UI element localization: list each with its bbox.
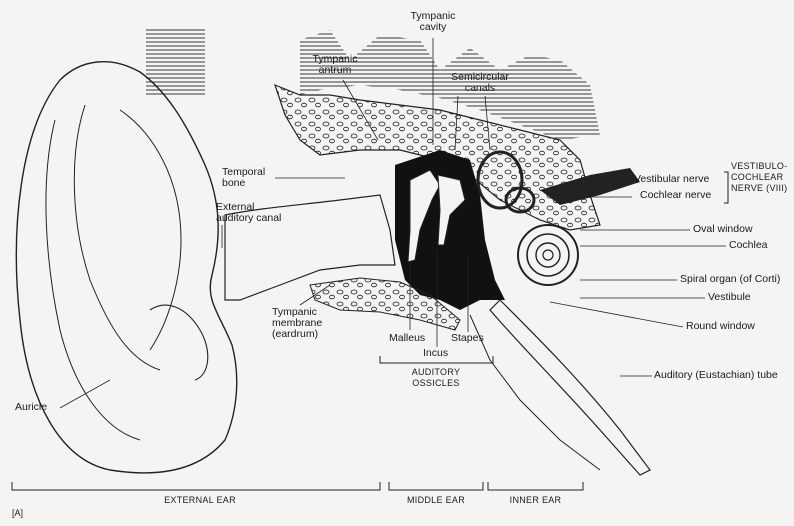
nerve-brace [724, 172, 728, 203]
label-cochlea: Cochlea [729, 240, 768, 251]
label-malleus: Malleus [389, 333, 425, 344]
label-round-window: Round window [686, 321, 755, 332]
label-vestibulocochlear-nerve: VESTIBULO- COCHLEAR NERVE (VIII) [731, 161, 788, 194]
label-cochlear-nerve: Cochlear nerve [640, 190, 711, 201]
label-vestibule: Vestibule [708, 292, 751, 303]
label-tympanic-membrane: Tympanic membrane (eardrum) [272, 307, 322, 340]
label-tympanic-cavity: Tympanic cavity [398, 11, 468, 33]
auditory-tube-shape [490, 300, 650, 475]
label-oval-window: Oval window [693, 224, 753, 235]
label-auditory-ossicles: AUDITORY OSSICLES [400, 367, 472, 389]
label-auricle: Auricle [15, 402, 47, 413]
cochlea-shape [518, 225, 578, 285]
label-spiral-organ: Spiral organ (of Corti) [680, 274, 780, 285]
region-external-ear: EXTERNAL EAR [150, 495, 250, 506]
region-inner-ear: INNER EAR [488, 495, 583, 506]
panel-label: [A] [12, 508, 23, 519]
label-external-auditory-canal: External auditory canal [216, 202, 281, 224]
label-temporal-bone: Temporal bone [222, 167, 265, 189]
label-tympanic-antrum: Tympanic antrum [300, 54, 370, 76]
label-semicircular-canals: Semicircular canals [440, 72, 520, 94]
region-brackets [12, 482, 583, 490]
label-vestibular-nerve: Vestibular nerve [634, 174, 709, 185]
region-middle-ear: MIDDLE EAR [389, 495, 483, 506]
label-stapes: Stapes [451, 333, 484, 344]
label-auditory-tube: Auditory (Eustachian) tube [654, 370, 778, 381]
label-incus: Incus [423, 348, 448, 359]
